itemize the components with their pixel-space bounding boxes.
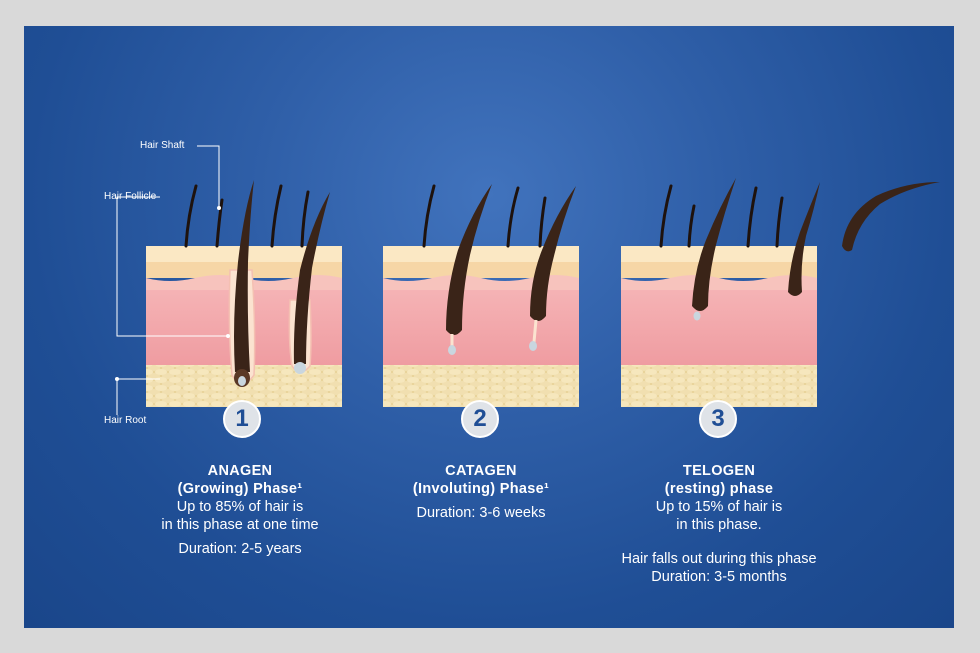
falling-hair — [842, 182, 940, 252]
phase-description: in this phase at one time — [161, 517, 319, 533]
phase-title: TELOGEN — [682, 463, 756, 479]
hair-root-label: Hair Root — [104, 415, 147, 426]
anagen-phase-text: ANAGEN (Growing) Phase¹ Up to 85% of hai… — [120, 462, 360, 558]
skin-block-telogen — [621, 178, 940, 407]
hair-follicle-label: Hair Follicle — [104, 191, 157, 202]
phase-note: Hair falls out during this phase — [621, 551, 817, 567]
phase-description: Up to 15% of hair is — [655, 499, 783, 515]
telogen-phase-text: TELOGEN (resting) phase Up to 15% of hai… — [599, 462, 839, 586]
phase-description: Up to 85% of hair is — [176, 499, 304, 515]
phase-subtitle: (Growing) Phase¹ — [177, 481, 303, 497]
phase-title: CATAGEN — [445, 463, 517, 479]
phase-title: ANAGEN — [207, 463, 273, 479]
phase-1-badge: 1 — [223, 400, 261, 438]
phase-subtitle: (Involuting) Phase¹ — [412, 481, 550, 497]
skin-block-catagen — [383, 184, 579, 407]
phase-duration: Duration: 3-6 weeks — [416, 505, 546, 521]
hair-shaft-label: Hair Shaft — [140, 140, 185, 151]
phase-duration: Duration: 2-5 years — [178, 541, 302, 557]
phase-3-badge: 3 — [699, 400, 737, 438]
skin-block-anagen — [146, 180, 342, 407]
phase-2-badge: 2 — [461, 400, 499, 438]
catagen-phase-text: CATAGEN (Involuting) Phase¹ Duration: 3-… — [361, 462, 601, 522]
phase-description: in this phase. — [676, 517, 762, 533]
phase-subtitle: (resting) phase — [664, 481, 774, 497]
phase-duration: Duration: 3-5 months — [651, 569, 787, 585]
